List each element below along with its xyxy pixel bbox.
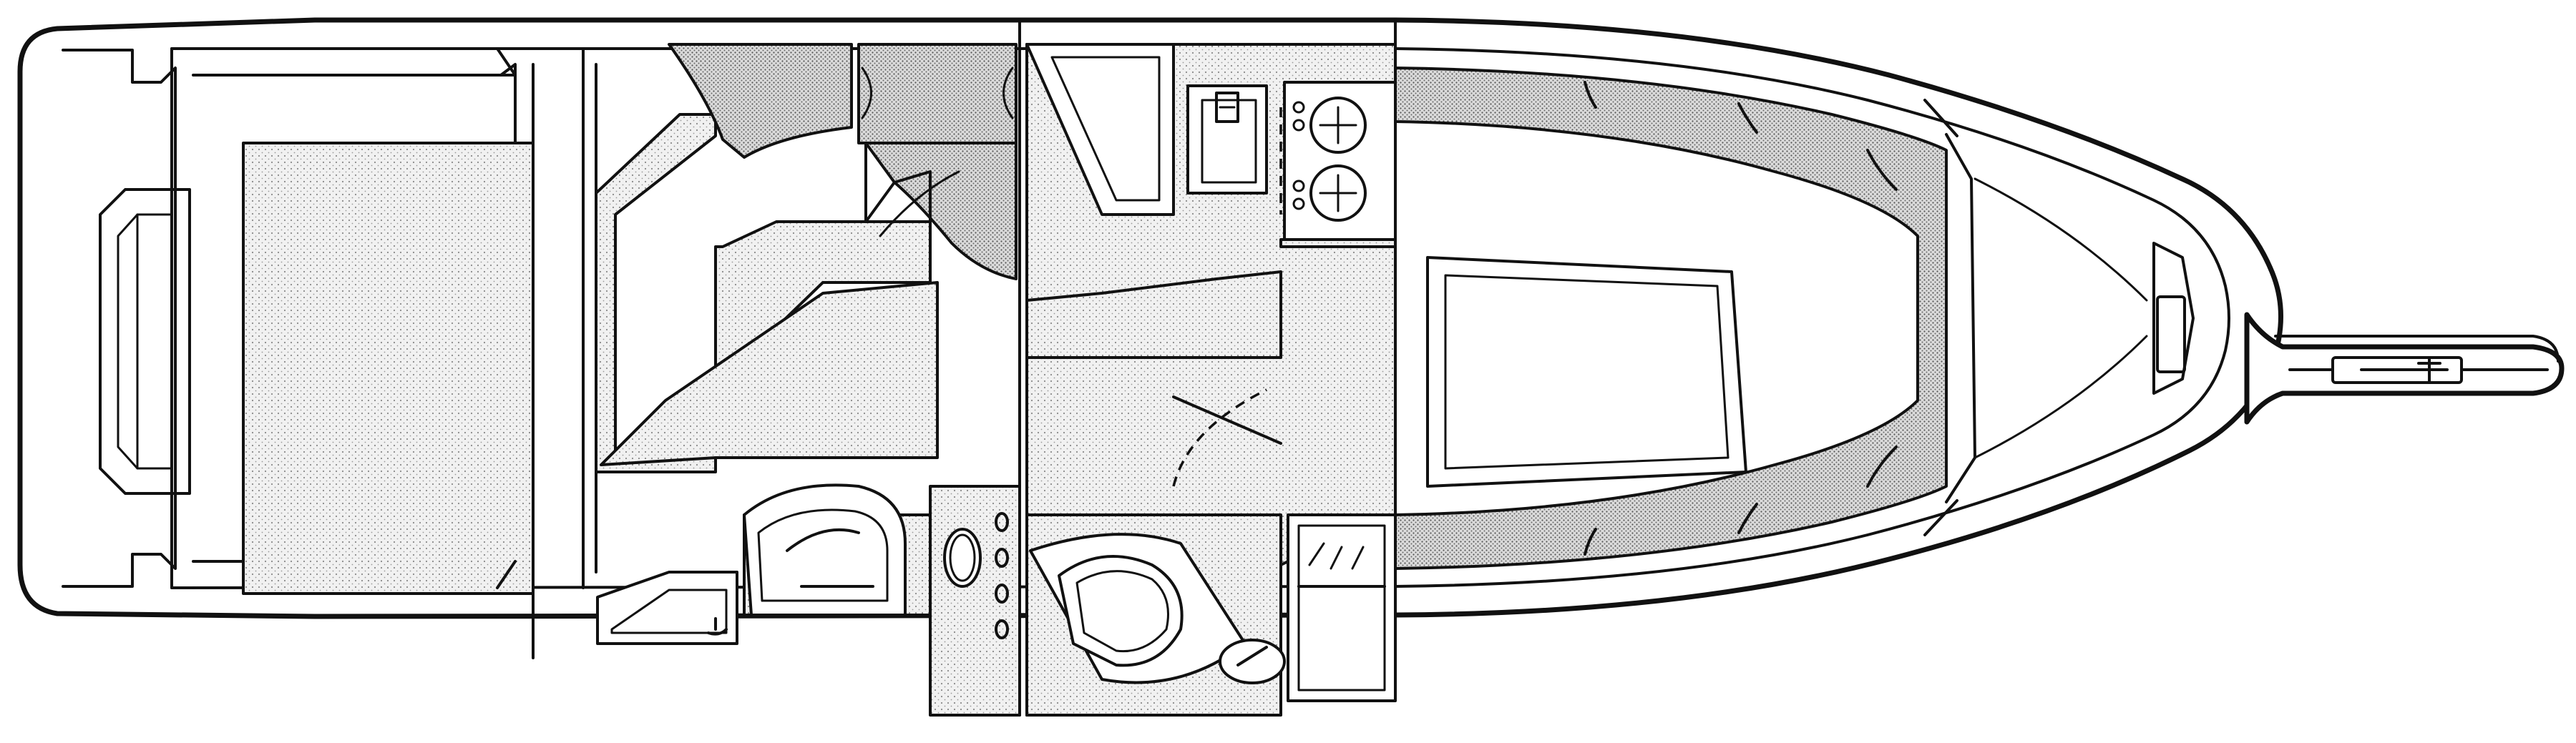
transom-swim-platform	[62, 47, 191, 589]
cockpit-hatch	[242, 142, 535, 595]
galley-sink	[1186, 84, 1268, 195]
bow-pulpit	[2244, 312, 2565, 425]
galley	[1025, 43, 1397, 248]
anchor	[2331, 356, 2463, 384]
dinette-table	[1426, 256, 1747, 488]
galley-stove	[1283, 81, 1397, 241]
head-toilet	[1058, 555, 1184, 667]
head-compartment	[1025, 388, 1286, 717]
aft-cabin	[743, 483, 1021, 717]
hanging-locker	[1287, 513, 1397, 702]
companionway-steps	[668, 43, 1018, 280]
cockpit	[192, 47, 535, 659]
